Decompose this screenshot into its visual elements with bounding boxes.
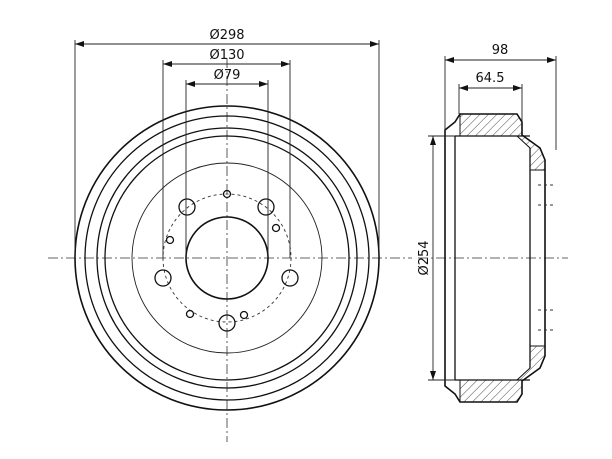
drum-face-circle [96,127,358,389]
screw-hole-2 [165,235,175,245]
dimension-total-width: 98 [444,43,557,150]
outer-diameter-label: Ø298 [209,28,244,43]
total-width-label: 98 [492,43,509,58]
section-hatch-bottom [459,345,546,403]
drum-diameter-label: Ø254 [417,240,432,275]
stud-hole-3 [154,269,172,287]
dimension-outer-diameter: Ø298 [74,28,380,258]
stud-hole-1 [178,198,196,216]
section-hatch-top [459,113,546,171]
locating-screw-holes [165,189,281,320]
bolt-circle-label: Ø130 [209,48,244,63]
dimension-mount-depth: 64.5 [458,71,523,122]
hub-flange-circle [131,162,323,354]
outer-rim-inner-circle [84,115,370,401]
screw-hole-4 [185,309,195,319]
dimension-center-bore: Ø79 [185,68,269,258]
braking-surface-circle [104,135,350,381]
stud-hole-4 [281,269,299,287]
screw-hole-5 [239,310,249,320]
mount-depth-label: 64.5 [476,71,505,86]
dimension-bolt-circle: Ø130 [162,48,291,258]
wheel-stud-holes [154,198,299,332]
screw-hole-3 [271,223,281,233]
dimension-drum-diameter: Ø254 [417,135,455,381]
front-view: Ø298 Ø130 Ø79 [48,28,412,442]
center-bore-label: Ø79 [214,68,241,83]
stud-hole-5 [218,314,236,332]
stud-hole-2 [257,198,275,216]
side-view: 98 64.5 Ø254 [417,43,568,403]
screw-hole-1 [222,189,232,199]
